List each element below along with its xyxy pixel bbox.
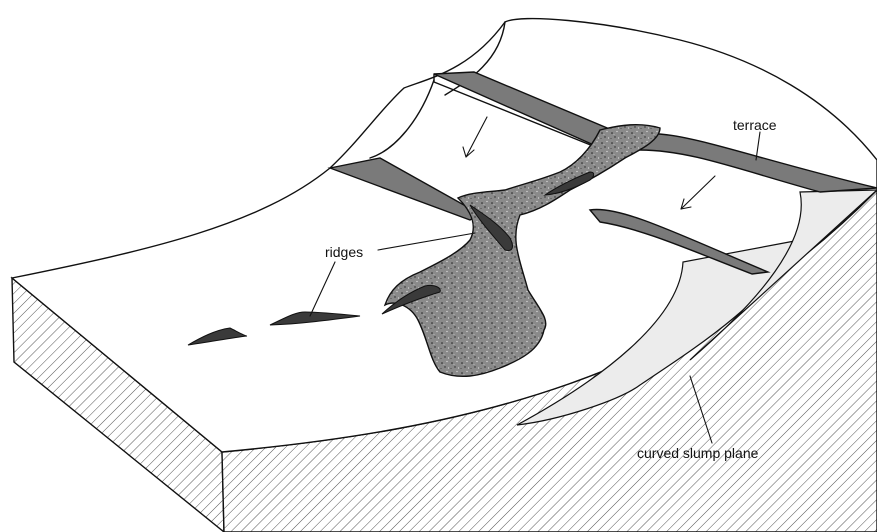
ridges-label: ridges (325, 244, 363, 260)
terrace-label: terrace (733, 117, 777, 133)
slump-plane-label: curved slump plane (637, 445, 759, 461)
